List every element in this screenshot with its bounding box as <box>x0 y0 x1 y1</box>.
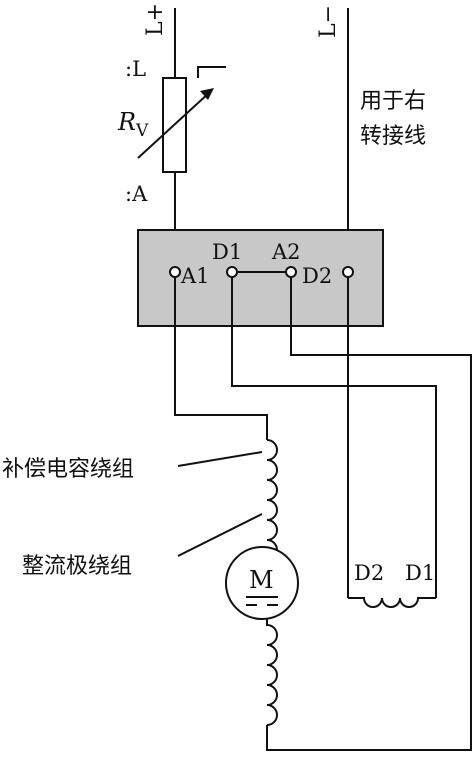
supply-negative-label: L− <box>316 5 341 38</box>
motor-letter: M <box>249 566 274 594</box>
motor-symbol <box>225 546 299 620</box>
rheostat-symbol: R <box>117 108 136 136</box>
rheostat-symbol-subscript: V <box>135 121 149 141</box>
terminal-d1-label: D1 <box>212 240 242 264</box>
terminal-d2-label: D2 <box>302 264 332 288</box>
terminal-a2 <box>285 266 297 278</box>
rheostat-arrow-head <box>200 88 214 100</box>
a2-return-wire <box>266 277 472 751</box>
field-terminal-d1-label: D1 <box>405 561 435 585</box>
terminal-a1 <box>169 266 181 278</box>
right-connection-label-line2: 转接线 <box>360 124 426 149</box>
compensation-winding-leader <box>177 451 263 467</box>
a1-to-winding-wire <box>174 277 268 440</box>
commutating-winding-leader <box>177 513 263 557</box>
shunt-field-coils <box>348 597 436 608</box>
terminal-d1 <box>226 266 238 278</box>
rheostat-terminal-bottom: :A <box>125 182 148 206</box>
d1-to-field-wire <box>231 277 437 598</box>
terminal-board <box>137 229 384 327</box>
rheostat-wiper-bracket <box>197 66 226 78</box>
rheostat-arrow-line <box>137 91 211 159</box>
right-connection-label-line1: 用于右 <box>360 89 426 114</box>
rheostat-terminal-top: :L <box>125 57 146 81</box>
field-terminal-d2-label: D2 <box>354 561 384 585</box>
terminal-a1-label: A1 <box>180 264 210 288</box>
armature-lower-coils <box>266 619 278 726</box>
commutating-winding-label: 整流极绕组 <box>22 554 132 579</box>
compensation-winding-label: 补偿电容绕组 <box>2 457 134 482</box>
series-winding-coils <box>266 439 278 566</box>
supply-positive-label: L+ <box>143 3 168 36</box>
terminal-d2 <box>342 266 354 278</box>
terminal-a2-label: A2 <box>271 240 301 264</box>
